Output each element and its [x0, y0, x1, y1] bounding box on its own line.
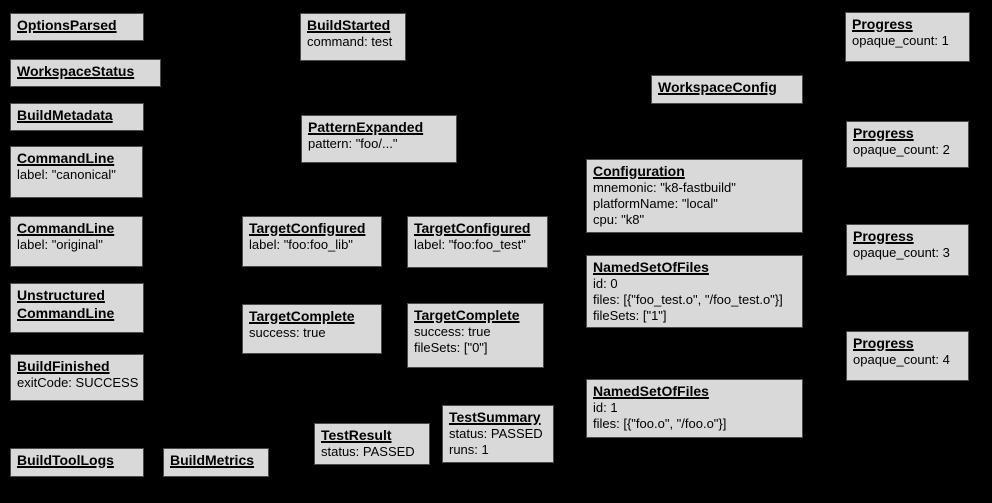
node-title: BuildMetadata: [17, 107, 113, 123]
node-field: id: 1: [593, 400, 618, 415]
node-field: id: 0: [593, 276, 618, 291]
node-field: command: test: [307, 34, 393, 49]
node-title: Configuration: [593, 163, 685, 179]
node-workspace-status: WorkspaceStatus: [10, 59, 161, 87]
node-title: Progress: [853, 125, 914, 141]
node-field: label: "foo:foo_test": [414, 237, 526, 252]
node-title: PatternExpanded: [308, 119, 424, 135]
node-title: Progress: [852, 16, 913, 32]
node-title: Progress: [853, 228, 914, 244]
node-build-metadata: BuildMetadata: [10, 103, 144, 131]
node-field: pattern: "foo/...": [308, 136, 398, 151]
node-field: status: PASSED: [449, 426, 543, 441]
node-field: opaque_count: 1: [852, 33, 949, 48]
node-field: status: PASSED: [321, 444, 415, 459]
node-title: CommandLine: [17, 305, 115, 321]
node-title: TargetConfigured: [249, 220, 366, 236]
node-title: BuildToolLogs: [17, 452, 114, 468]
node-field: fileSets: ["1"]: [593, 308, 667, 323]
node-title: TargetConfigured: [414, 220, 531, 236]
node-field: cpu: "k8": [593, 212, 645, 227]
node-field: fileSets: ["0"]: [414, 340, 488, 355]
node-title: WorkspaceStatus: [17, 63, 135, 79]
node-field: success: true: [249, 325, 326, 340]
node-field: label: "canonical": [17, 167, 116, 182]
node-title: CommandLine: [17, 220, 115, 236]
node-title: Progress: [853, 335, 914, 351]
node-field: opaque_count: 3: [853, 245, 950, 260]
node-title: Unstructured: [17, 287, 105, 303]
node-title: TargetComplete: [249, 308, 355, 324]
node-title: NamedSetOfFiles: [593, 383, 709, 399]
node-field: exitCode: SUCCESS: [17, 375, 139, 390]
node-title: OptionsParsed: [17, 17, 117, 33]
node-title: BuildFinished: [17, 358, 110, 374]
node-title: CommandLine: [17, 150, 115, 166]
node-title: BuildStarted: [307, 17, 391, 33]
node-field: opaque_count: 4: [853, 352, 950, 367]
node-title: BuildMetrics: [170, 452, 255, 468]
node-field: opaque_count: 2: [853, 142, 950, 157]
node-build-tool-logs: BuildToolLogs: [10, 448, 144, 477]
node-title: TestResult: [321, 427, 392, 443]
node-field: files: [{"foo_test.o", "/foo_test.o"}]: [593, 292, 783, 307]
node-workspace-config: WorkspaceConfig: [651, 75, 803, 104]
node-field: success: true: [414, 324, 491, 339]
node-field: label: "foo:foo_lib": [249, 237, 353, 252]
node-title: NamedSetOfFiles: [593, 259, 709, 275]
node-title: TestSummary: [449, 409, 541, 425]
node-field: label: "original": [17, 237, 103, 252]
node-title: TargetComplete: [414, 307, 520, 323]
node-field: runs: 1: [449, 442, 489, 457]
node-field: mnemonic: "k8-fastbuild": [593, 180, 736, 195]
node-build-metrics: BuildMetrics: [163, 448, 269, 477]
node-title: WorkspaceConfig: [658, 79, 777, 95]
node-field: files: [{"foo.o", "/foo.o"}]: [593, 416, 727, 431]
node-field: platformName: "local": [593, 196, 718, 211]
node-options-parsed: OptionsParsed: [10, 13, 144, 41]
